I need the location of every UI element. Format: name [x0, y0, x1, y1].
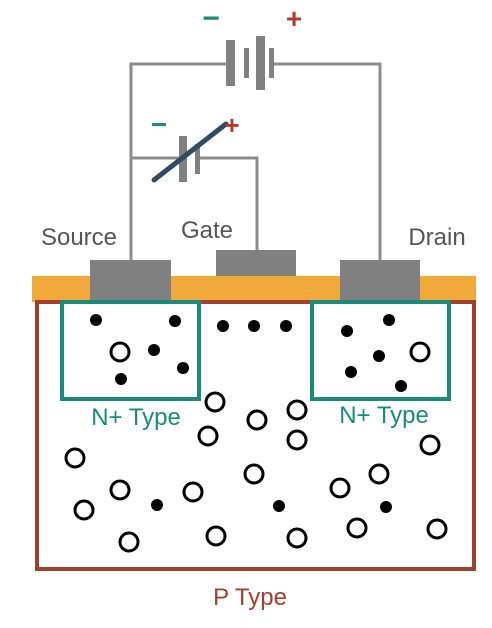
hole	[419, 434, 441, 456]
electron	[341, 325, 353, 337]
n-region-left	[60, 300, 201, 401]
drain-battery-minus: −	[202, 2, 220, 35]
electron	[280, 320, 292, 332]
electrons	[90, 314, 407, 513]
variable-arrow-icon	[151, 121, 229, 183]
hole	[205, 525, 227, 547]
hole	[426, 518, 448, 540]
electron	[148, 344, 160, 356]
drain-wire	[274, 62, 382, 262]
drain-terminal	[340, 260, 420, 302]
electron	[380, 501, 392, 513]
electron	[248, 320, 260, 332]
gate-wire	[200, 156, 259, 250]
hole	[197, 425, 219, 447]
electron	[395, 380, 407, 392]
hole	[286, 399, 308, 421]
electron	[273, 500, 285, 512]
gate-label: Gate	[181, 217, 233, 244]
hole	[246, 409, 268, 431]
hole	[409, 341, 431, 363]
hole	[182, 481, 204, 503]
electron	[115, 373, 127, 385]
source-terminal	[90, 260, 171, 302]
hole	[286, 527, 308, 549]
electron	[217, 320, 229, 332]
hole	[109, 479, 131, 501]
n-type-label-right: N+ Type	[339, 402, 429, 429]
hole	[286, 429, 308, 451]
hole	[329, 477, 351, 499]
electron	[373, 350, 385, 362]
hole	[109, 341, 131, 363]
circuit-wires	[129, 62, 382, 262]
drain-battery-plus: +	[286, 3, 302, 34]
p-substrate	[35, 300, 476, 571]
hole	[243, 463, 265, 485]
drain-battery-icon	[226, 36, 274, 90]
drain-label: Drain	[408, 224, 465, 251]
hole	[64, 447, 86, 469]
electron	[383, 314, 395, 326]
electron	[345, 366, 357, 378]
hole	[118, 531, 140, 553]
electron	[169, 315, 181, 327]
holes	[64, 341, 448, 553]
gate-battery-minus: −	[151, 109, 167, 140]
n-type-label-left: N+ Type	[91, 404, 181, 431]
hole	[73, 499, 95, 521]
p-type-label: P Type	[213, 584, 287, 611]
electron	[151, 499, 163, 511]
gate-battery-plus: +	[224, 110, 239, 140]
n-region-right	[310, 300, 451, 401]
hole	[346, 517, 368, 539]
electron	[177, 362, 189, 374]
hole	[368, 463, 390, 485]
source-label: Source	[41, 224, 117, 251]
hole	[204, 391, 226, 413]
gate-terminal	[216, 250, 296, 276]
electron	[90, 314, 102, 326]
source-drain-wire	[129, 62, 226, 262]
